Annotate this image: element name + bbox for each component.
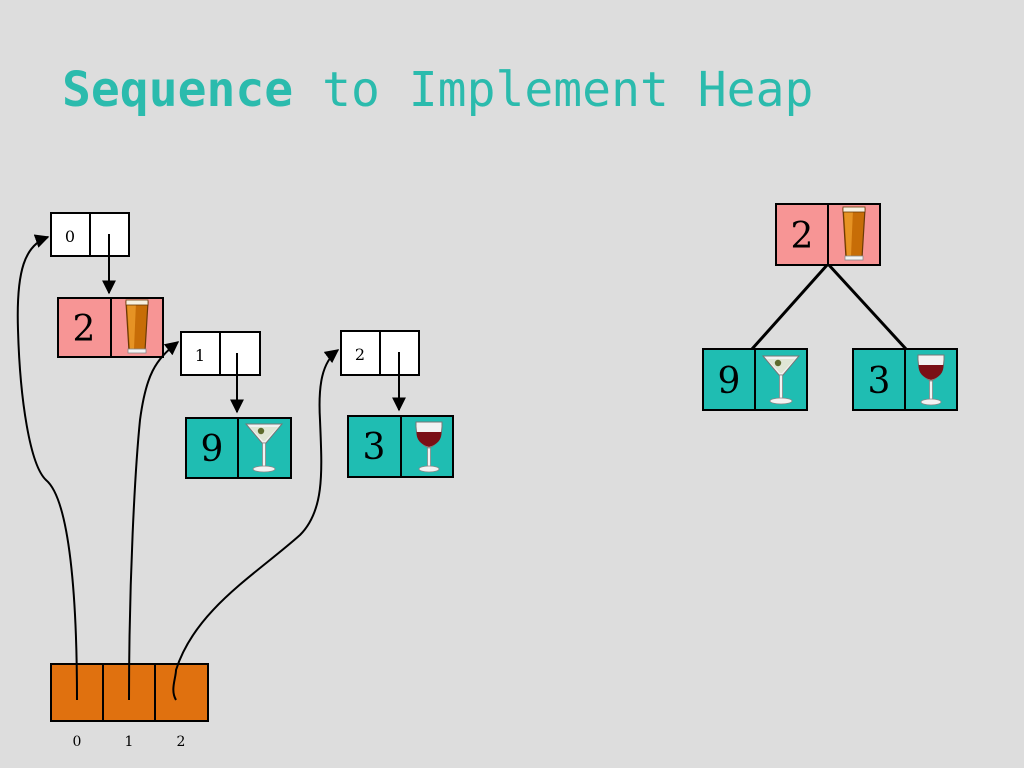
- martini-glass-icon: [761, 355, 801, 405]
- entry-key-cell: [185, 417, 239, 479]
- sequence-arrow-1: [128, 341, 180, 701]
- sequence-arrow-0: [16, 234, 78, 701]
- tree-edge: [826, 262, 908, 351]
- tree-left-node: 9: [702, 348, 808, 411]
- sequence-cell: [154, 663, 209, 722]
- tree-node-key: 3: [868, 361, 891, 402]
- heap-tree: 2 9: [702, 203, 958, 411]
- title-bold-word: Sequence: [62, 62, 294, 118]
- sequence-arrow-2: [172, 349, 340, 701]
- sequence-array: 0 1 2: [50, 663, 209, 750]
- tree-edge: [750, 263, 830, 350]
- entry-key: 9: [201, 429, 224, 470]
- wine-glass-icon: [415, 421, 443, 473]
- tree-node-key: 2: [791, 216, 814, 257]
- position-node-1: 1: [180, 331, 261, 376]
- position-node-index: 2: [355, 345, 365, 364]
- tree-root-node: 2: [775, 203, 881, 266]
- title-rest: to Implement Heap: [293, 62, 814, 118]
- tree-right-node: 3: [852, 348, 958, 411]
- entry-node: 2: [57, 297, 164, 358]
- sequence-index: 1: [125, 734, 134, 750]
- position-node-index: 1: [195, 346, 205, 365]
- position-node-0: 0: [50, 212, 130, 257]
- position-node-2: 2: [340, 330, 420, 376]
- page-title: Sequence to Implement Heap: [62, 62, 813, 118]
- beer-glass-icon: [842, 206, 866, 261]
- sequence-index: 2: [177, 734, 186, 750]
- position-node-index: 0: [65, 227, 75, 246]
- entry-key: 3: [363, 427, 386, 468]
- sequence-index: 0: [73, 734, 82, 750]
- martini-glass-icon: [244, 423, 284, 473]
- entry-node: 9: [185, 417, 292, 479]
- beer-glass-icon: [125, 299, 149, 354]
- entry-key-cell: [347, 415, 402, 478]
- entry-node: 3: [347, 415, 454, 478]
- entry-key-cell: [57, 297, 112, 358]
- wine-glass-icon: [917, 354, 945, 406]
- entry-key: 2: [73, 309, 96, 350]
- tree-node-key: 9: [718, 361, 741, 402]
